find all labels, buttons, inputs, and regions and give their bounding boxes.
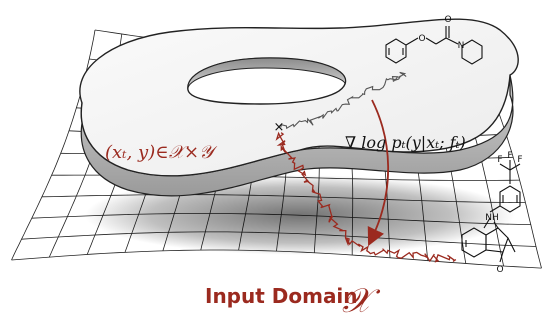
manifold-hole-wall [187,57,346,91]
domain-caption: Input Domain [205,284,358,308]
atom-bottom-f3: F [507,151,512,161]
atom-bottom-nh: NH [485,213,499,223]
molecule-top [385,26,483,65]
atom-bottom-f2: F [517,155,522,165]
atom-top-n: N [458,41,465,51]
diffusion-trajectory-manifold [280,71,407,130]
atom-bottom-f1: F [497,155,502,165]
state-label: (xₜ, y)∈𝒳×𝒴 [105,142,218,163]
domain-symbol: 𝒳 [342,281,381,321]
atom-top-o1: O [418,34,425,44]
atom-bottom-o: O [496,265,503,275]
score-label: ∇ log pₜ(y|xₜ; fₜ) [345,133,466,152]
score-arrow [367,99,390,247]
diffusion-trajectory-domain [275,131,457,263]
atom-top-o2: O [444,15,451,25]
start-marker: × [274,120,285,135]
molecule-bottom [461,160,521,263]
